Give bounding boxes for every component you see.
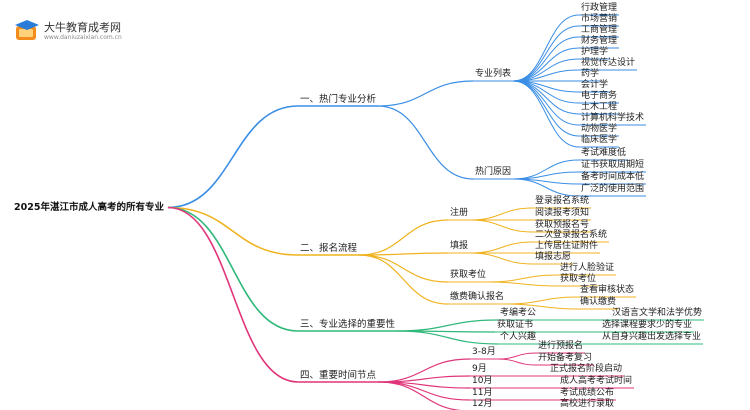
connector bbox=[470, 252, 534, 265]
connector bbox=[378, 105, 474, 180]
leaf-step: 获取考位 bbox=[560, 274, 597, 284]
leaf-major: 药学 bbox=[581, 69, 600, 79]
leaf-major: 行政管理 bbox=[581, 3, 618, 13]
leaf-step: 确认缴费 bbox=[580, 297, 617, 307]
leaf-event: 考试成绩公布 bbox=[560, 388, 615, 398]
branch-hot-majors: 一、热门专业分析 bbox=[300, 94, 377, 105]
connector bbox=[167, 206, 299, 332]
leaf-reason: 汉语言文学和法学优势 bbox=[612, 308, 703, 318]
connector bbox=[513, 14, 580, 82]
node-hot-reasons: 热门原因 bbox=[475, 167, 512, 177]
connector bbox=[359, 219, 449, 256]
connector bbox=[378, 80, 474, 107]
leaf-major: 护理学 bbox=[581, 47, 609, 57]
connector bbox=[513, 25, 580, 82]
connector bbox=[378, 381, 464, 410]
branch-timeline: 四、重要时间节点 bbox=[300, 370, 377, 381]
connector bbox=[497, 358, 537, 366]
leaf-reason: 备考时间成本低 bbox=[581, 172, 645, 182]
leaf-event: 进行预报名 bbox=[538, 341, 584, 351]
connector bbox=[513, 178, 580, 197]
leaf-event: 高校进行录取 bbox=[560, 399, 615, 409]
connector bbox=[167, 206, 299, 383]
node-month: 9月 bbox=[472, 364, 487, 374]
node-month: 3-8月 bbox=[472, 347, 496, 357]
node-major-list: 专业列表 bbox=[475, 69, 512, 79]
leaf-major: 视觉传达设计 bbox=[581, 58, 636, 68]
node-pay-confirm: 缴费确认报名 bbox=[450, 292, 505, 302]
branch-registration: 二、报名流程 bbox=[300, 243, 358, 254]
connector bbox=[397, 319, 499, 332]
leaf-major: 财务管理 bbox=[581, 36, 618, 46]
leaf-reason: 证书获取周期短 bbox=[581, 160, 645, 170]
leaf-major: 土木工程 bbox=[581, 102, 618, 112]
connector bbox=[488, 281, 559, 287]
connector bbox=[359, 252, 449, 256]
node-month: 12月 bbox=[472, 399, 493, 409]
connector bbox=[359, 254, 449, 283]
leaf-reason: 考试难度低 bbox=[581, 148, 627, 158]
connector bbox=[470, 219, 534, 233]
logo-url: www.daniuzaixian.com.cn bbox=[44, 34, 122, 41]
leaf-event: 成人高考考试时间 bbox=[560, 376, 633, 386]
leaf-reason: 广泛的使用范围 bbox=[581, 184, 645, 194]
node-interest: 个人兴趣 bbox=[500, 332, 537, 342]
leaf-step: 登录报名系统 bbox=[535, 196, 590, 206]
connector bbox=[497, 352, 537, 360]
node-certificate: 获取证书 bbox=[497, 320, 534, 330]
branch-major-choice: 三、专业选择的重要性 bbox=[300, 319, 396, 330]
connector bbox=[397, 330, 499, 345]
node-month: 10月 bbox=[472, 376, 493, 386]
connector bbox=[513, 80, 580, 126]
brand-logo: 大牛教育成考网 www.daniuzaixian.com.cn bbox=[14, 18, 124, 46]
connector bbox=[470, 207, 534, 221]
logo-name: 大牛教育成考网 bbox=[44, 21, 121, 34]
leaf-event: 开始备考复习 bbox=[538, 353, 593, 363]
connector bbox=[513, 80, 580, 148]
connector bbox=[513, 36, 580, 82]
leaf-reason: 从自身兴趣出发选择专业 bbox=[602, 332, 702, 342]
connector bbox=[470, 241, 534, 254]
leaf-step: 进行人脸验证 bbox=[560, 263, 615, 273]
connector bbox=[167, 206, 299, 256]
leaf-reason: 选择课程要求少的专业 bbox=[602, 320, 693, 330]
connector bbox=[506, 303, 579, 310]
node-civil-service: 考编考公 bbox=[500, 308, 537, 318]
leaf-major: 计算机科学技术 bbox=[581, 113, 645, 123]
connector bbox=[506, 296, 579, 305]
connector bbox=[167, 105, 299, 209]
graduation-cap-icon bbox=[15, 20, 39, 40]
leaf-major: 会计学 bbox=[581, 80, 609, 90]
leaf-major: 工商管理 bbox=[581, 25, 618, 35]
connector bbox=[513, 159, 580, 180]
node-register: 注册 bbox=[450, 208, 469, 218]
connector bbox=[488, 274, 559, 283]
node-fill-in: 填报 bbox=[450, 241, 469, 251]
leaf-step: 查看审核状态 bbox=[580, 285, 635, 295]
leaf-event: 正式报名阶段启动 bbox=[550, 364, 623, 374]
root-topic: 2025年湛江市成人高考的所有专业 bbox=[14, 202, 164, 213]
leaf-step: 二次登录报名系统 bbox=[535, 230, 608, 240]
leaf-step: 阅读报考须知 bbox=[535, 208, 590, 218]
leaf-major: 市场营销 bbox=[581, 14, 618, 24]
leaf-major: 动物医学 bbox=[581, 124, 618, 134]
leaf-step: 填报志愿 bbox=[535, 252, 572, 262]
connector bbox=[359, 254, 449, 305]
node-get-seat: 获取考位 bbox=[450, 270, 487, 280]
connector bbox=[513, 80, 580, 137]
leaf-major: 临床医学 bbox=[581, 135, 618, 145]
node-month: 11月 bbox=[472, 388, 493, 398]
leaf-step: 上传居住证附件 bbox=[535, 241, 599, 251]
leaf-major: 电子商务 bbox=[581, 91, 618, 101]
leaf-step: 获取预报名号 bbox=[535, 220, 590, 230]
